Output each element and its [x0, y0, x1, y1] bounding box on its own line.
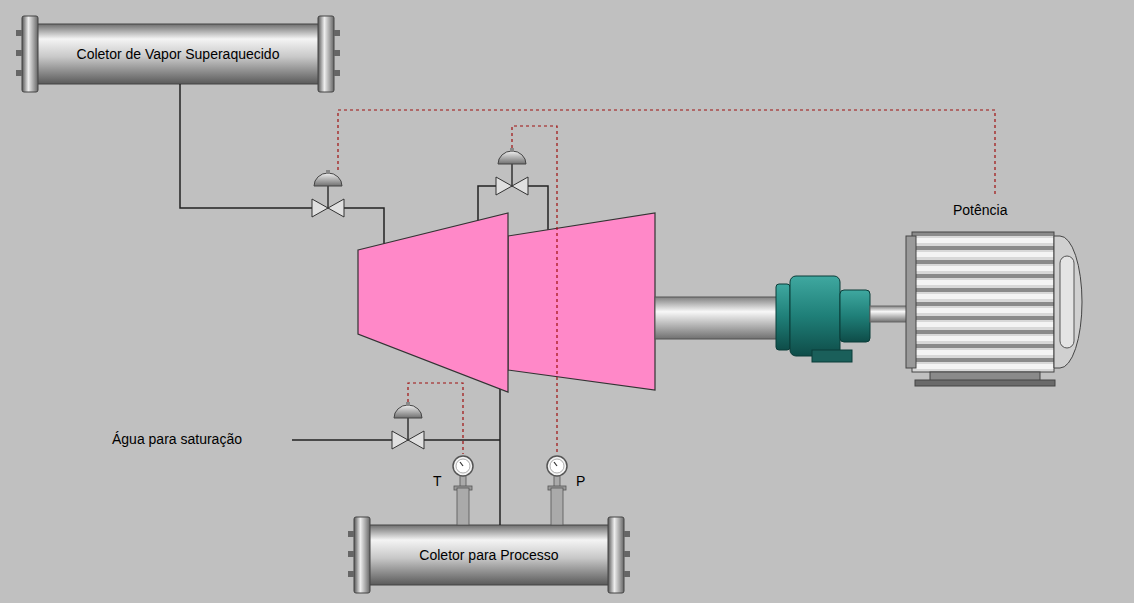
collector-pipe: Coletor de Vapor Superaquecido [40, 26, 316, 82]
instrument-tag: P [576, 473, 585, 489]
collector-label: Coletor para Processo [419, 547, 558, 563]
collector-pipe: Coletor para Processo [372, 527, 606, 583]
inlet-label: Água para saturação [112, 431, 242, 447]
power-label: Potência [953, 202, 1007, 218]
collector-label: Coletor de Vapor Superaquecido [77, 46, 280, 62]
instrument-tag: T [433, 473, 442, 489]
